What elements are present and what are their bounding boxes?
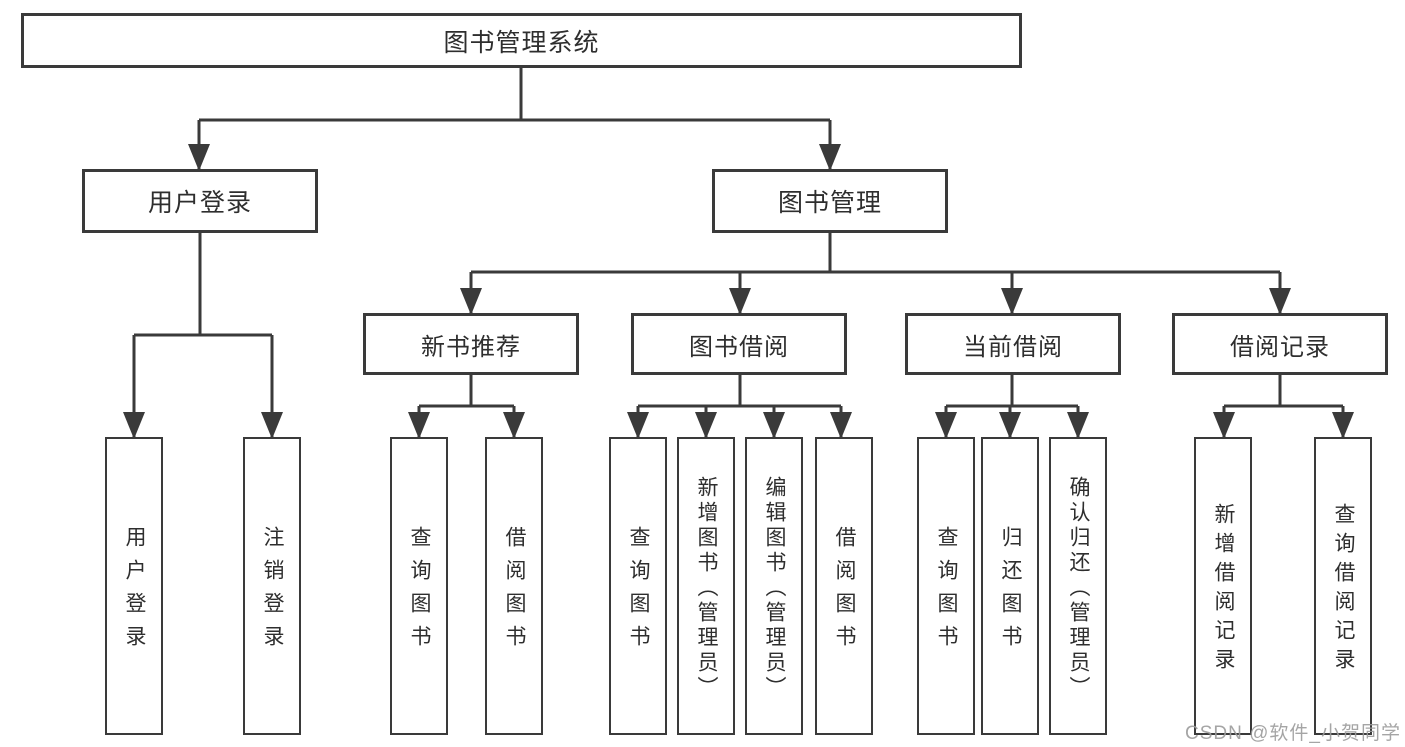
leaf-edit-book-admin: 编辑图书（管理员）	[745, 437, 803, 735]
arrowhead-icon	[261, 412, 283, 439]
leaf-label: 查询借阅记录	[1332, 503, 1355, 677]
leaf-label: 确认归还（管理员）	[1067, 475, 1090, 701]
leaf-confirm-return-admin: 确认归还（管理员）	[1049, 437, 1107, 735]
node-borrowing-records: 借阅记录	[1172, 313, 1388, 375]
leaf-logout: 注销登录	[243, 437, 301, 735]
csdn-watermark: CSDN @软件_小贺同学	[1185, 723, 1401, 744]
node-user-login: 用户登录	[82, 169, 318, 233]
leaf-label: 新增图书（管理员）	[695, 475, 718, 701]
arrowhead-icon	[123, 412, 145, 439]
node-library-management-system: 图书管理系统	[21, 13, 1022, 68]
leaf-query-books-current: 查询图书	[917, 437, 975, 735]
leaf-add-book-admin: 新增图书（管理员）	[677, 437, 735, 735]
node-label: 图书管理系统	[443, 28, 600, 57]
arrowhead-icon	[408, 412, 430, 439]
leaf-user-login: 用户登录	[105, 437, 163, 735]
leaf-label: 借阅图书	[503, 526, 526, 658]
node-label: 图书借阅	[689, 333, 789, 361]
arrowhead-icon	[763, 412, 785, 439]
node-label: 借阅记录	[1230, 333, 1330, 361]
leaf-label: 借阅图书	[833, 526, 856, 658]
node-label: 用户登录	[147, 189, 252, 217]
leaf-label: 编辑图书（管理员）	[763, 475, 786, 701]
arrowhead-group	[123, 144, 1354, 439]
arrowhead-icon	[460, 288, 482, 315]
arrowhead-icon	[627, 412, 649, 439]
arrowhead-icon	[1213, 412, 1235, 439]
node-label: 图书管理	[777, 189, 882, 217]
arrowhead-icon	[1001, 288, 1023, 315]
leaf-add-borrow-record: 新增借阅记录	[1194, 437, 1252, 735]
leaf-label: 归还图书	[999, 526, 1022, 658]
tree-connector-path	[132, 66, 1345, 438]
node-label: 当前借阅	[963, 333, 1063, 361]
arrowhead-icon	[695, 412, 717, 439]
leaf-return-book: 归还图书	[981, 437, 1039, 735]
leaf-query-books-recommend: 查询图书	[390, 437, 448, 735]
leaf-label: 注销登录	[261, 526, 284, 658]
arrowhead-icon	[729, 288, 751, 315]
leaf-borrow-books-recommend: 借阅图书	[485, 437, 543, 735]
arrowhead-icon	[830, 412, 852, 439]
node-label: 新书推荐	[421, 333, 521, 361]
leaf-label: 查询图书	[408, 526, 431, 658]
node-book-borrowing: 图书借阅	[631, 313, 847, 375]
node-current-borrowing: 当前借阅	[905, 313, 1121, 375]
arrowhead-icon	[188, 144, 210, 171]
arrowhead-icon	[935, 412, 957, 439]
arrowhead-icon	[1067, 412, 1089, 439]
leaf-label: 查询图书	[627, 526, 650, 658]
leaf-query-borrow-record: 查询借阅记录	[1314, 437, 1372, 735]
arrowhead-icon	[999, 412, 1021, 439]
arrowhead-icon	[1269, 288, 1291, 315]
leaf-label: 查询图书	[935, 526, 958, 658]
leaf-borrow-books-borrowing: 借阅图书	[815, 437, 873, 735]
arrowhead-icon	[819, 144, 841, 171]
arrowhead-icon	[1332, 412, 1354, 439]
node-book-management: 图书管理	[712, 169, 948, 233]
arrowhead-icon	[503, 412, 525, 439]
leaf-label: 用户登录	[123, 526, 146, 658]
leaf-query-books-borrowing: 查询图书	[609, 437, 667, 735]
leaf-label: 新增借阅记录	[1212, 503, 1235, 677]
node-new-book-recommend: 新书推荐	[363, 313, 579, 375]
